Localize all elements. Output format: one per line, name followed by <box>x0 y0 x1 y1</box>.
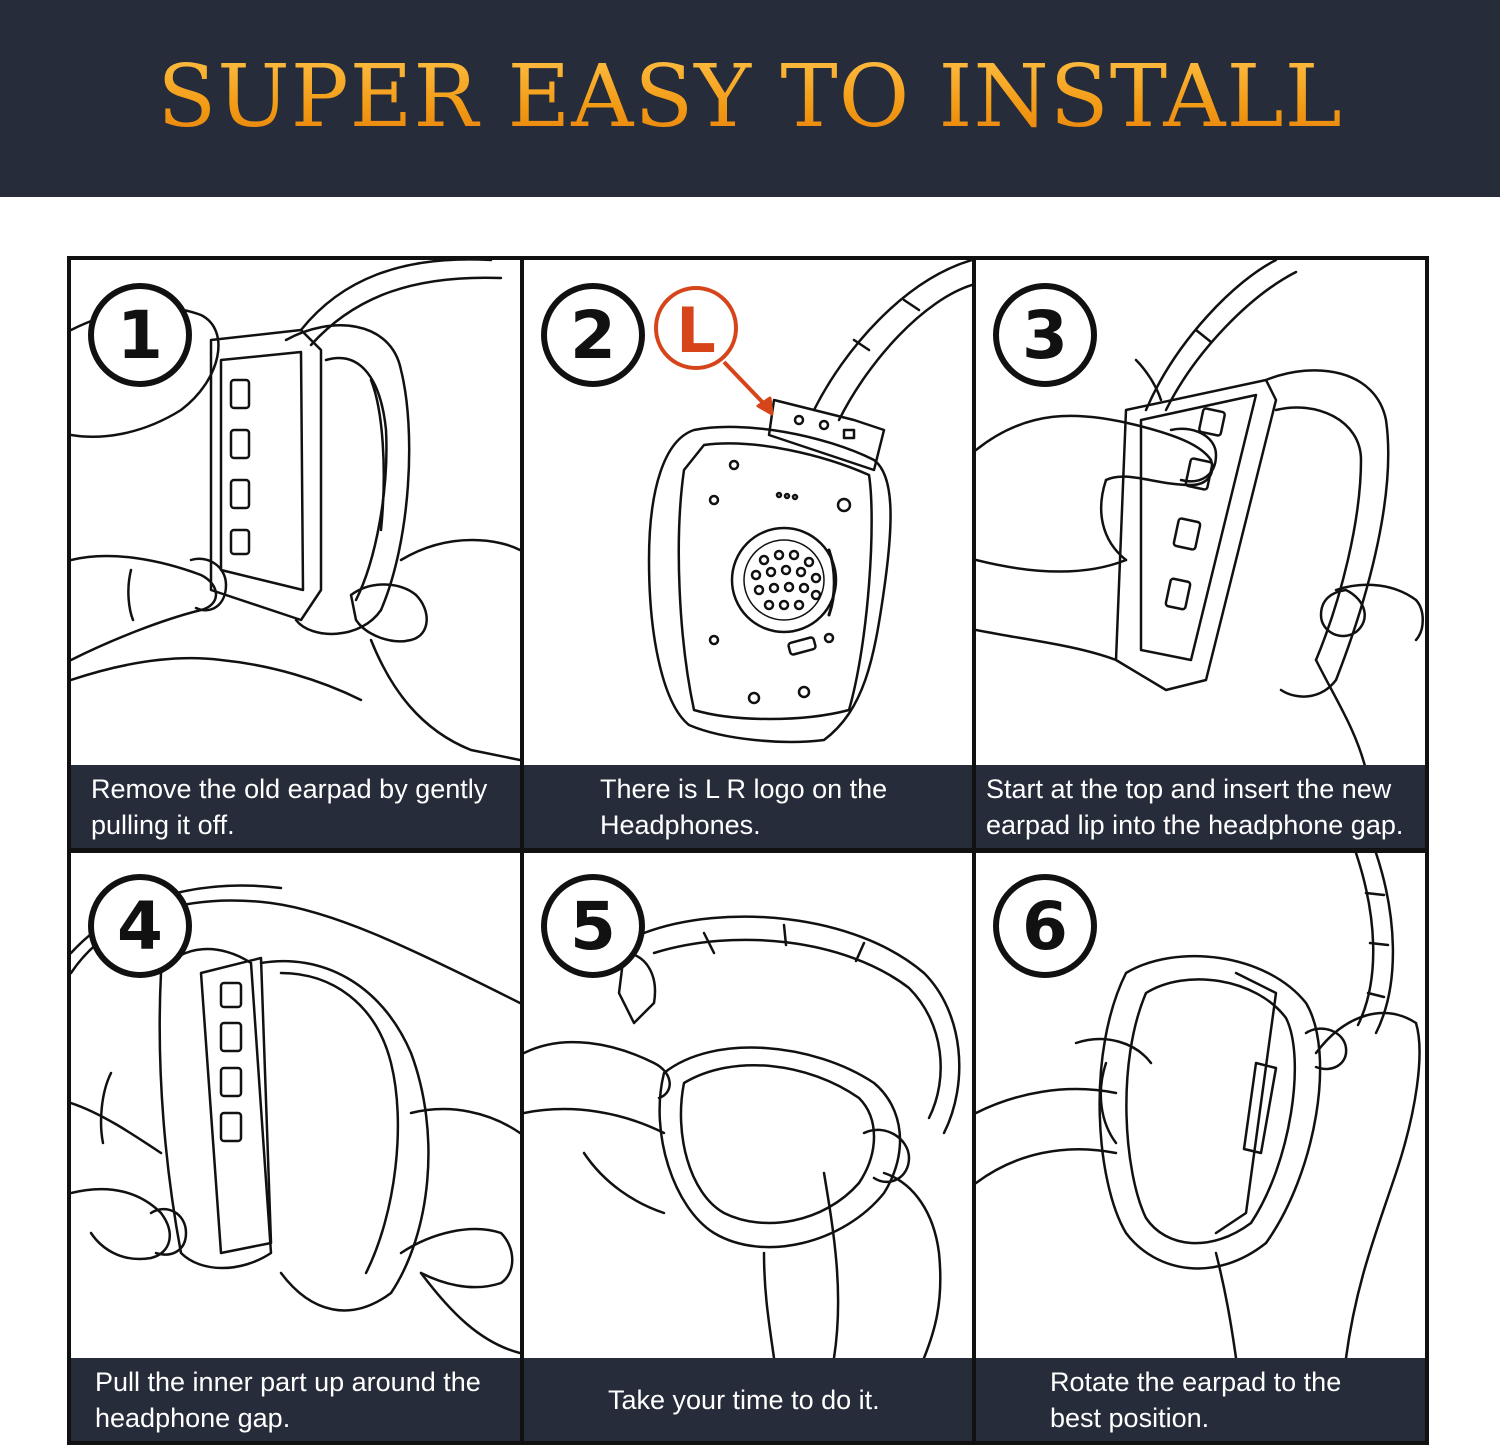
step-3-caption: Start at the top and insert the new earp… <box>976 765 1425 848</box>
rotate-earpad-illustration <box>976 853 1421 1358</box>
remove-earpad-illustration <box>71 260 520 762</box>
left-logo-icon: L <box>654 286 774 416</box>
step-5-caption: Take your time to do it. <box>524 1358 972 1441</box>
svg-text:6: 6 <box>1022 888 1068 965</box>
lr-logo-illustration <box>647 260 972 744</box>
step-1-panel: 1 Remove the old earpad by gently pullin… <box>71 260 520 848</box>
step-5-panel: 5 Take your time to do it. <box>524 853 972 1441</box>
step-3-panel: 3 Start at the top and insert the new ea… <box>976 260 1425 848</box>
svg-text:2: 2 <box>570 297 616 374</box>
title-banner: SUPER EASY TO INSTALL <box>0 0 1500 197</box>
svg-text:3: 3 <box>1022 297 1068 374</box>
step-2-panel: 2 L There is L R logo on the Headphones. <box>524 260 972 848</box>
step-2-number-icon: 2 <box>541 283 645 387</box>
take-time-illustration <box>524 915 961 1358</box>
step-4-number-icon: 4 <box>88 874 192 978</box>
svg-text:1: 1 <box>117 297 163 374</box>
svg-text:4: 4 <box>117 888 163 965</box>
step-3-number-icon: 3 <box>993 283 1097 387</box>
page-title: SUPER EASY TO INSTALL <box>157 46 1343 147</box>
step-4-panel: 4 Pull the inner part up around the head… <box>71 853 520 1441</box>
svg-text:5: 5 <box>570 888 616 965</box>
step-6-caption: Rotate the earpad to the best position. <box>976 1358 1425 1441</box>
step-1-number-icon: 1 <box>88 283 192 387</box>
step-4-caption: Pull the inner part up around the headph… <box>71 1358 520 1441</box>
insert-earpad-illustration <box>976 260 1424 770</box>
step-1-caption: Remove the old earpad by gently pulling … <box>71 765 520 848</box>
step-2-caption: There is L R logo on the Headphones. <box>524 765 972 848</box>
step-6-number-icon: 6 <box>993 874 1097 978</box>
pull-inner-part-illustration <box>71 884 520 1355</box>
instruction-grid: 1 Remove the old earpad by gently pullin… <box>67 256 1429 1445</box>
step-6-panel: 6 Rotate the earpad to the best position… <box>976 853 1425 1441</box>
step-5-number-icon: 5 <box>541 874 645 978</box>
svg-text:L: L <box>676 294 716 367</box>
